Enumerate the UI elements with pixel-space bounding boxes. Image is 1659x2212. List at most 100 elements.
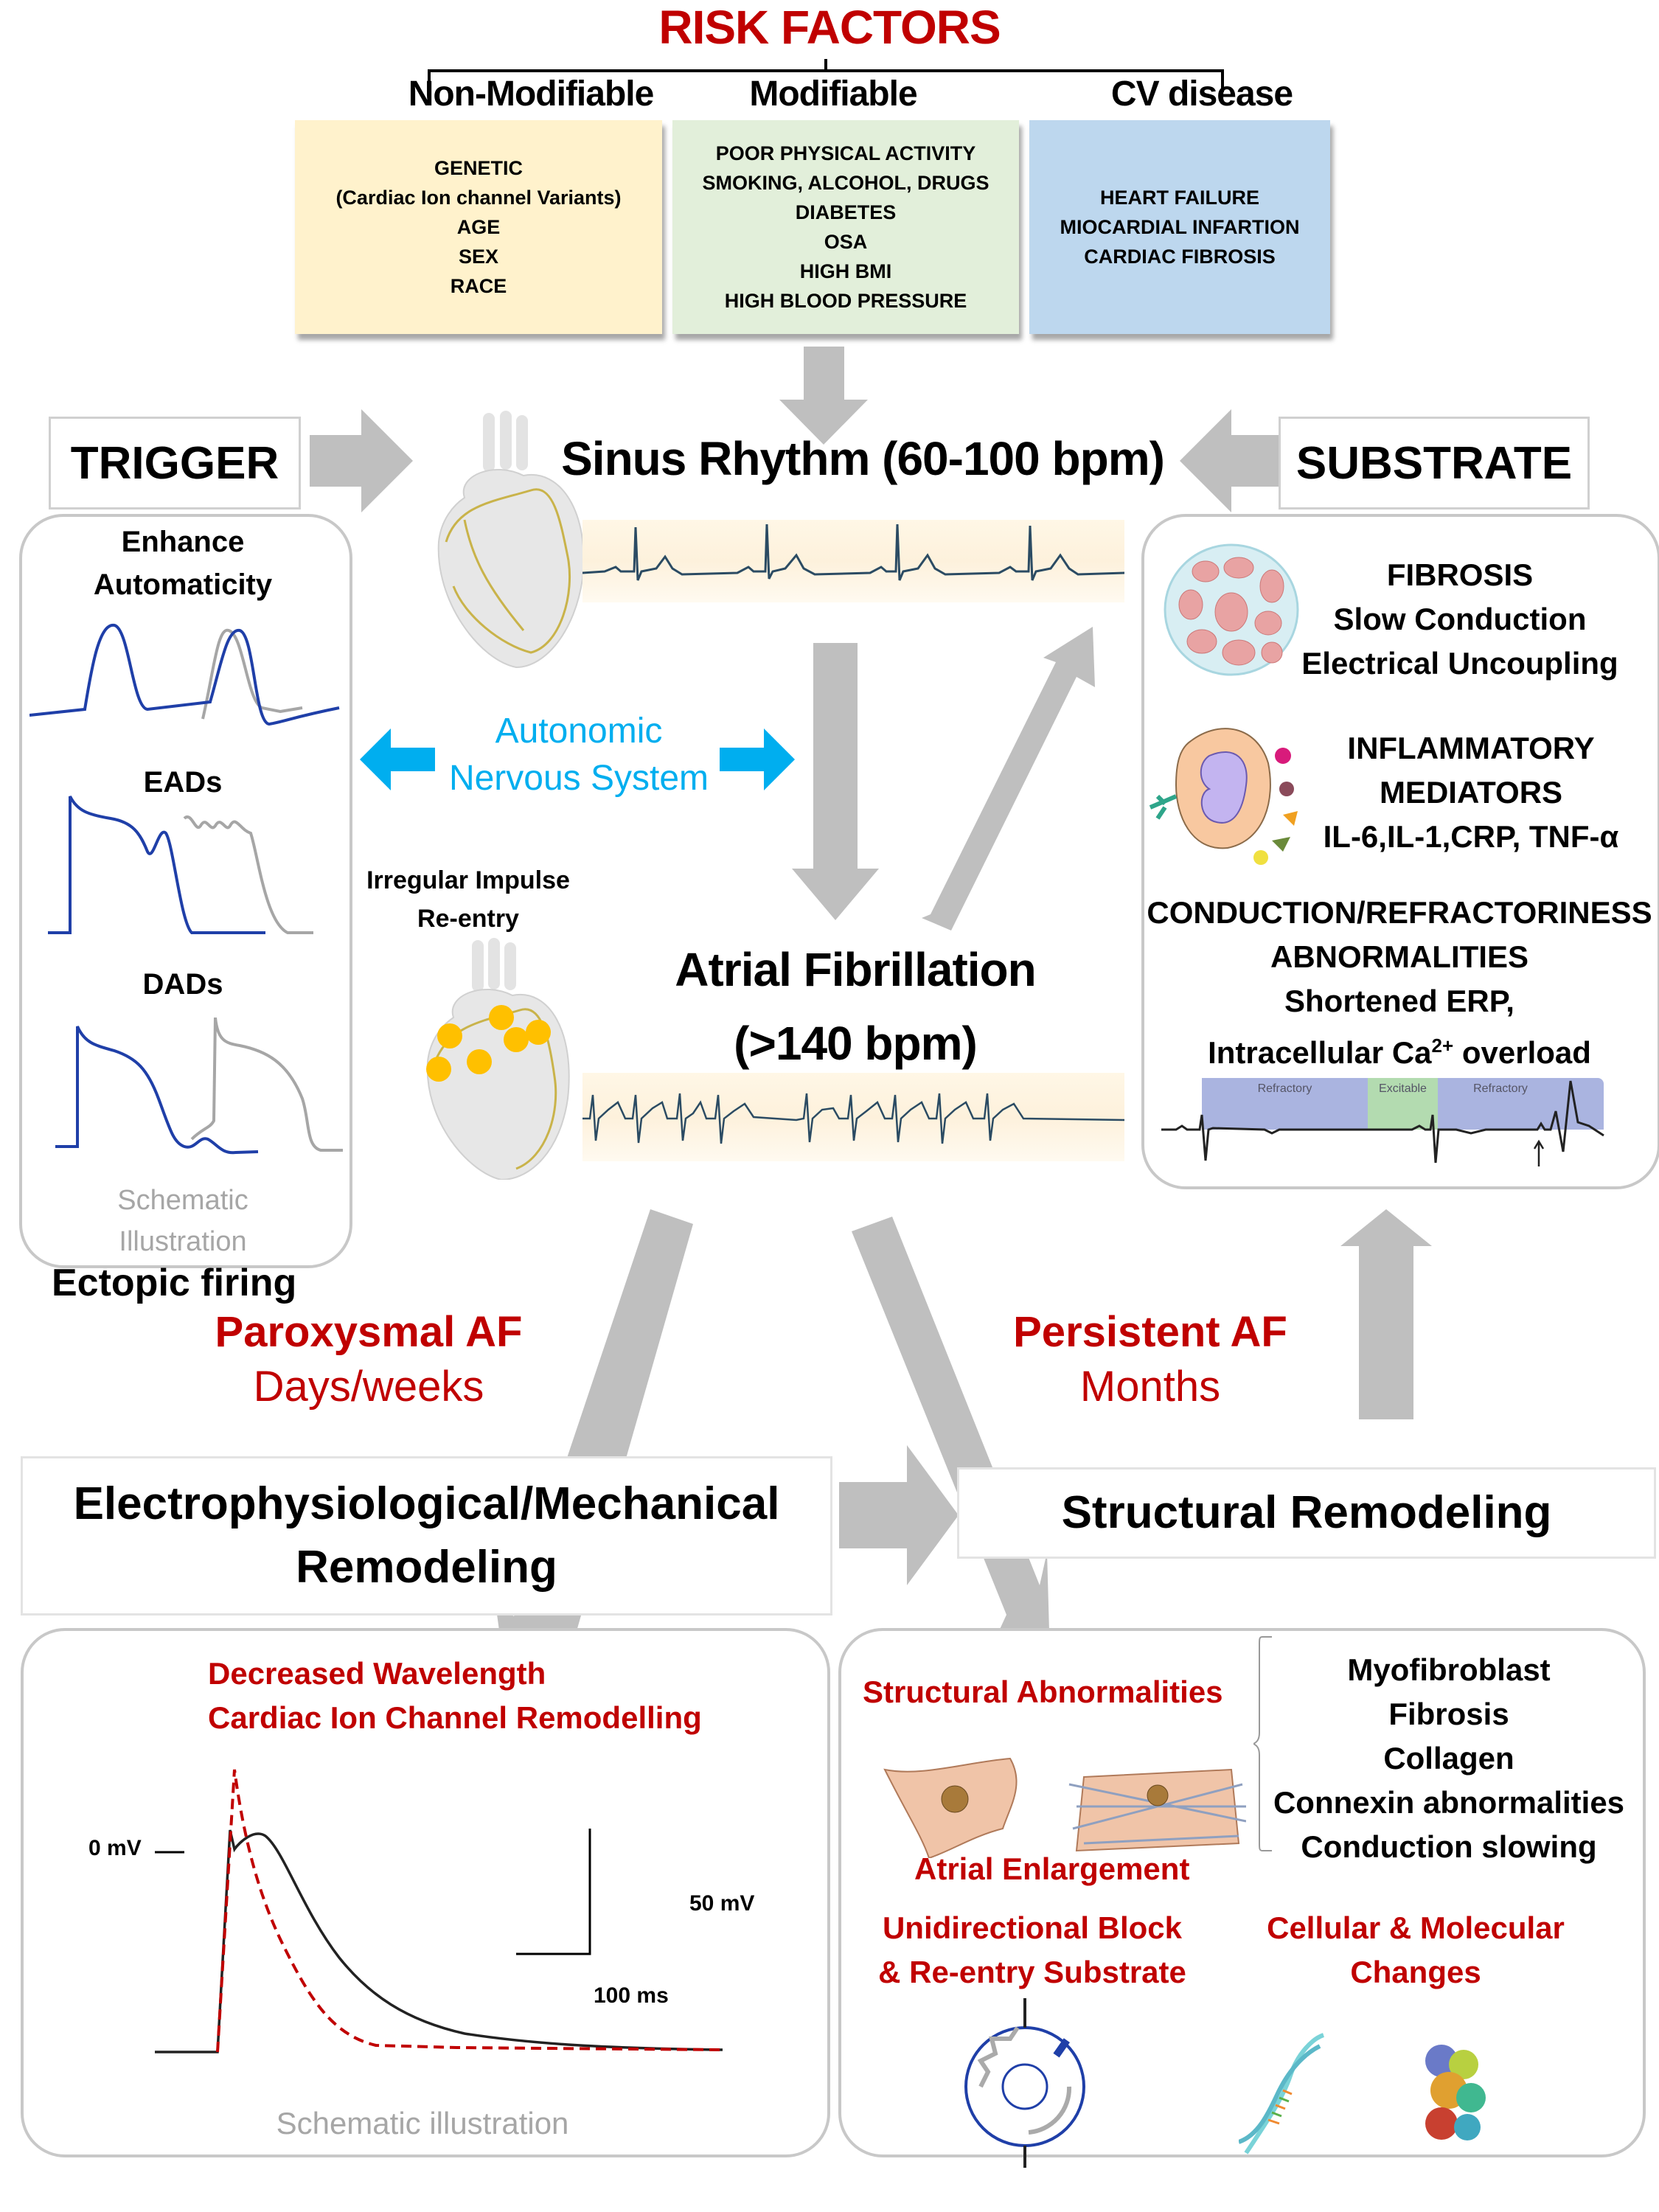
arrow-substrate-to-sinus: [1180, 409, 1283, 512]
scale-bar: [516, 1829, 591, 1955]
structural-list-item: Fibrosis: [1388, 1697, 1509, 1731]
af-line: Atrial Fibrillation: [675, 943, 1036, 996]
eads-trace: [48, 796, 313, 934]
refractory-zone-1: [1202, 1078, 1368, 1130]
electro-line: Remodeling: [296, 1542, 557, 1593]
category-label-cv-disease: CV disease: [1110, 74, 1293, 114]
arrow-trigger-to-sinus: [310, 409, 413, 512]
ans-left-arrow: [360, 728, 435, 790]
category-label-non-modifiable: Non-Modifiable: [408, 74, 655, 114]
structural-remodeling-label: Structural Remodeling: [1061, 1487, 1552, 1538]
risk-item: RACE: [450, 275, 507, 297]
electro-line: Electrophysiological/Mechanical: [73, 1478, 780, 1529]
af-line: (>140 bpm): [734, 1017, 978, 1070]
risk-item: SEX: [458, 246, 499, 268]
irregular-impulse-label: Irregular Impulse Re-entry: [347, 861, 590, 938]
ans-line: Nervous System: [448, 759, 709, 798]
risk-item: (Cardiac Ion channel Variants): [335, 187, 622, 209]
ap-remodeling-panel: [21, 1628, 830, 2157]
electrophysiological-remodeling-box: Electrophysiological/Mechanical Remodeli…: [21, 1456, 832, 1615]
risk-box-modifiable: POOR PHYSICAL ACTIVITY SMOKING, ALCOHOL,…: [672, 120, 1019, 334]
ans-right-arrow: [720, 728, 795, 790]
risk-item: HEART FAILURE: [1100, 187, 1259, 209]
risk-item: OSA: [824, 231, 868, 253]
excitable-label: Excitable: [1379, 1082, 1427, 1095]
risk-factors-bracket: [428, 59, 1224, 92]
ecg-atrial-fibrillation: [582, 1073, 1124, 1161]
title-line: & Re-entry Substrate: [878, 1955, 1186, 1989]
fibrosis-line: Electrical Uncoupling: [1301, 646, 1618, 681]
title-line: Automaticity: [93, 568, 273, 601]
fibrosis-text: FIBROSIS Slow Conduction Electrical Unco…: [1298, 553, 1622, 686]
refractory-zone-2: [1438, 1078, 1604, 1130]
dna-helix-icon: [1239, 2033, 1325, 2154]
arrow-af-to-paroxysmal: [495, 1209, 693, 1700]
inflammatory-line: MEDIATORS: [1379, 775, 1563, 810]
arrow-sinus-to-af: [792, 643, 879, 920]
heart-illustration-af: [426, 938, 570, 1180]
ca-text: Intracellular Ca: [1208, 1035, 1432, 1070]
irregular-line: Irregular Impulse: [366, 866, 570, 894]
ecg-sinus-rhythm: [582, 520, 1124, 602]
arrow-risk-to-sinus: [779, 347, 868, 445]
arrow-electro-to-structural: [839, 1445, 959, 1585]
eads-title: EADs: [143, 766, 223, 799]
arrow-af-to-persistent: [852, 1217, 1051, 1685]
fibrosis-tissue-icon: [1164, 543, 1299, 676]
title-line: Cardiac Ion Channel Remodelling: [208, 1700, 702, 1735]
risk-factors-title: RISK FACTORS: [658, 1, 1001, 54]
cellular-molecular-title: Cellular & Molecular Changes: [1253, 1906, 1578, 1994]
af-remodeled-ap-trace: [216, 1769, 723, 2053]
caption-line: Illustration: [119, 1226, 247, 1257]
risk-item: POOR PHYSICAL ACTIVITY: [715, 142, 976, 164]
protein-structure-icon: [1425, 2045, 1486, 2140]
risk-item: DIABETES: [795, 201, 897, 223]
refractory-label-1: Refractory: [1257, 1082, 1312, 1095]
risk-box-non-modifiable: GENETIC (Cardiac Ion channel Variants) A…: [295, 120, 662, 334]
enhance-automaticity-title: Enhance Automaticity: [19, 521, 347, 606]
conduction-line: Intracellular Ca2+ overload: [1141, 1023, 1658, 1075]
risk-item: HIGH BMI: [799, 260, 892, 282]
substrate-label-box: SUBSTRATE: [1279, 417, 1590, 509]
excitable-zone: [1368, 1078, 1438, 1130]
title-line: Unidirectional Block: [882, 1910, 1183, 1945]
paroxysmal-af-label: Paroxysmal AF Days/weeks: [192, 1305, 546, 1414]
autonomic-nervous-system-label: Autonomic Nervous System: [435, 708, 723, 802]
substrate-label: SUBSTRATE: [1295, 437, 1573, 489]
title-line: Cellular & Molecular: [1267, 1910, 1565, 1945]
sinus-rhythm-label: Sinus Rhythm (60-100 bpm): [561, 432, 1165, 485]
zero-mv-label: 0 mV: [88, 1836, 142, 1860]
ans-line: Autonomic: [495, 712, 663, 751]
arrow-structural-to-substrate: [1340, 1209, 1432, 1419]
trigger-label-box: TRIGGER: [49, 417, 301, 509]
trigger-panel: [19, 514, 352, 1268]
risk-item: GENETIC: [434, 157, 523, 179]
inflammatory-text: INFLAMMATORY MEDIATORS IL-6,IL-1,CRP, TN…: [1309, 726, 1633, 859]
refractory-ecg-trace: [1161, 1080, 1604, 1166]
persistent-title: Persistent AF: [1013, 1308, 1287, 1356]
structural-list: Myofibroblast Fibrosis Collagen Connexin…: [1268, 1648, 1630, 1869]
risk-item: AGE: [456, 216, 501, 238]
atrial-fibrillation-label: Atrial Fibrillation (>140 bpm): [619, 933, 1091, 1080]
inflammatory-line: IL-6,IL-1,CRP, TNF-α: [1323, 819, 1619, 854]
conduction-text: CONDUCTION/REFRACTORINESS ABNORMALITIES …: [1141, 891, 1658, 1075]
structural-list-item: Conduction slowing: [1301, 1829, 1597, 1864]
paroxysmal-title: Paroxysmal AF: [215, 1308, 523, 1356]
risk-item: CARDIAC FIBROSIS: [1084, 246, 1276, 268]
title-line: Decreased Wavelength: [208, 1656, 546, 1691]
fibrosis-line: Slow Conduction: [1333, 602, 1587, 636]
conduction-line: CONDUCTION/REFRACTORINESS: [1147, 895, 1652, 930]
conduction-line: ABNORMALITIES: [1270, 939, 1528, 974]
persistent-af-label: Persistent AF Months: [973, 1305, 1327, 1414]
conduction-line: Shortened ERP,: [1284, 984, 1514, 1018]
risk-box-cv-disease: HEART FAILURE MIOCARDIAL INFARTION CARDI…: [1029, 120, 1330, 334]
decreased-wavelength-title: Decreased Wavelength Cardiac Ion Channel…: [208, 1652, 702, 1740]
caption-line: Schematic: [117, 1185, 248, 1216]
refractory-label-2: Refractory: [1473, 1082, 1528, 1095]
list-brace: [1253, 1636, 1272, 1851]
overload-text: overload: [1453, 1035, 1591, 1070]
structural-list-item: Connexin abnormalities: [1273, 1785, 1625, 1820]
title-line: Enhance: [121, 526, 245, 558]
heart-illustration-sinus: [437, 411, 585, 669]
schematic-caption-ap: Schematic illustration: [276, 2106, 569, 2140]
